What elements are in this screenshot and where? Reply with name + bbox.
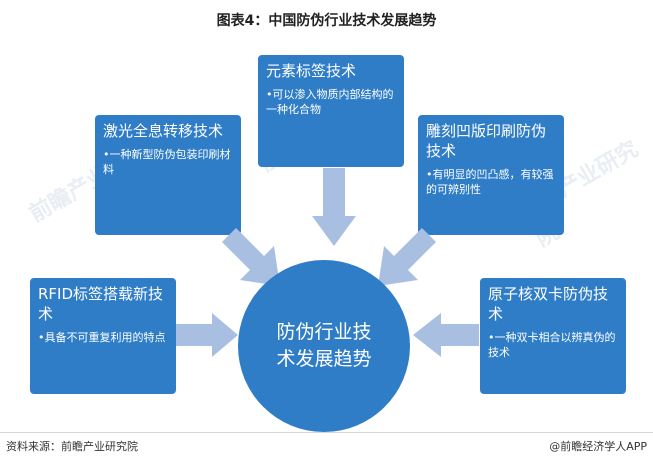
tech-box-description: •一种双卡相合以辨真伪的技术 bbox=[488, 331, 616, 359]
tech-box-title: 原子核双卡防伪技术 bbox=[488, 285, 609, 323]
tech-box-rfid: RFID标签搭载新技术 •具备不可重复利用的特点 bbox=[30, 278, 176, 394]
tech-box-laser-hologram: 激光全息转移技术 •一种新型防伪包装印刷材料 bbox=[95, 115, 241, 235]
arrow-right-icon bbox=[176, 313, 238, 357]
center-label: 防伪行业技术发展趋势 bbox=[276, 321, 372, 370]
brand-credit: @前瞻经济学人APP bbox=[549, 440, 647, 453]
tech-box-description: •有明显的凹凸感，有较强的可辨别性 bbox=[426, 168, 554, 196]
arrow-left-icon bbox=[413, 313, 479, 357]
tech-box-title: 雕刻凹版印刷防伪技术 bbox=[426, 122, 547, 160]
tech-box-element-tag: 元素标签技术 •可以渗入物质内部结构的一种化合物 bbox=[258, 55, 404, 167]
figure-title: 图表4：中国防伪行业技术发展趋势 bbox=[216, 13, 437, 29]
tech-box-description: •可以渗入物质内部结构的一种化合物 bbox=[266, 88, 394, 116]
tech-box-intaglio-printing: 雕刻凹版印刷防伪技术 •有明显的凹凸感，有较强的可辨别性 bbox=[418, 115, 564, 235]
tech-box-title: RFID标签搭载新技术 bbox=[38, 285, 164, 323]
tech-box-description: •具备不可重复利用的特点 bbox=[38, 331, 166, 344]
arrow-diagonal-down-right-icon bbox=[222, 228, 280, 286]
tech-box-title: 激光全息转移技术 bbox=[103, 122, 224, 140]
tech-box-title: 元素标签技术 bbox=[266, 62, 357, 80]
footer-divider bbox=[0, 432, 653, 433]
center-circle: 防伪行业技术发展趋势 bbox=[238, 260, 410, 432]
source-note: 资料来源：前瞻产业研究院 bbox=[6, 440, 138, 453]
tech-box-nuclear-dual-card: 原子核双卡防伪技术 •一种双卡相合以辨真伪的技术 bbox=[480, 278, 626, 394]
tech-box-description: •一种新型防伪包装印刷材料 bbox=[103, 148, 231, 176]
arrow-diagonal-down-left-icon bbox=[378, 228, 436, 286]
arrow-down-icon bbox=[312, 168, 356, 246]
